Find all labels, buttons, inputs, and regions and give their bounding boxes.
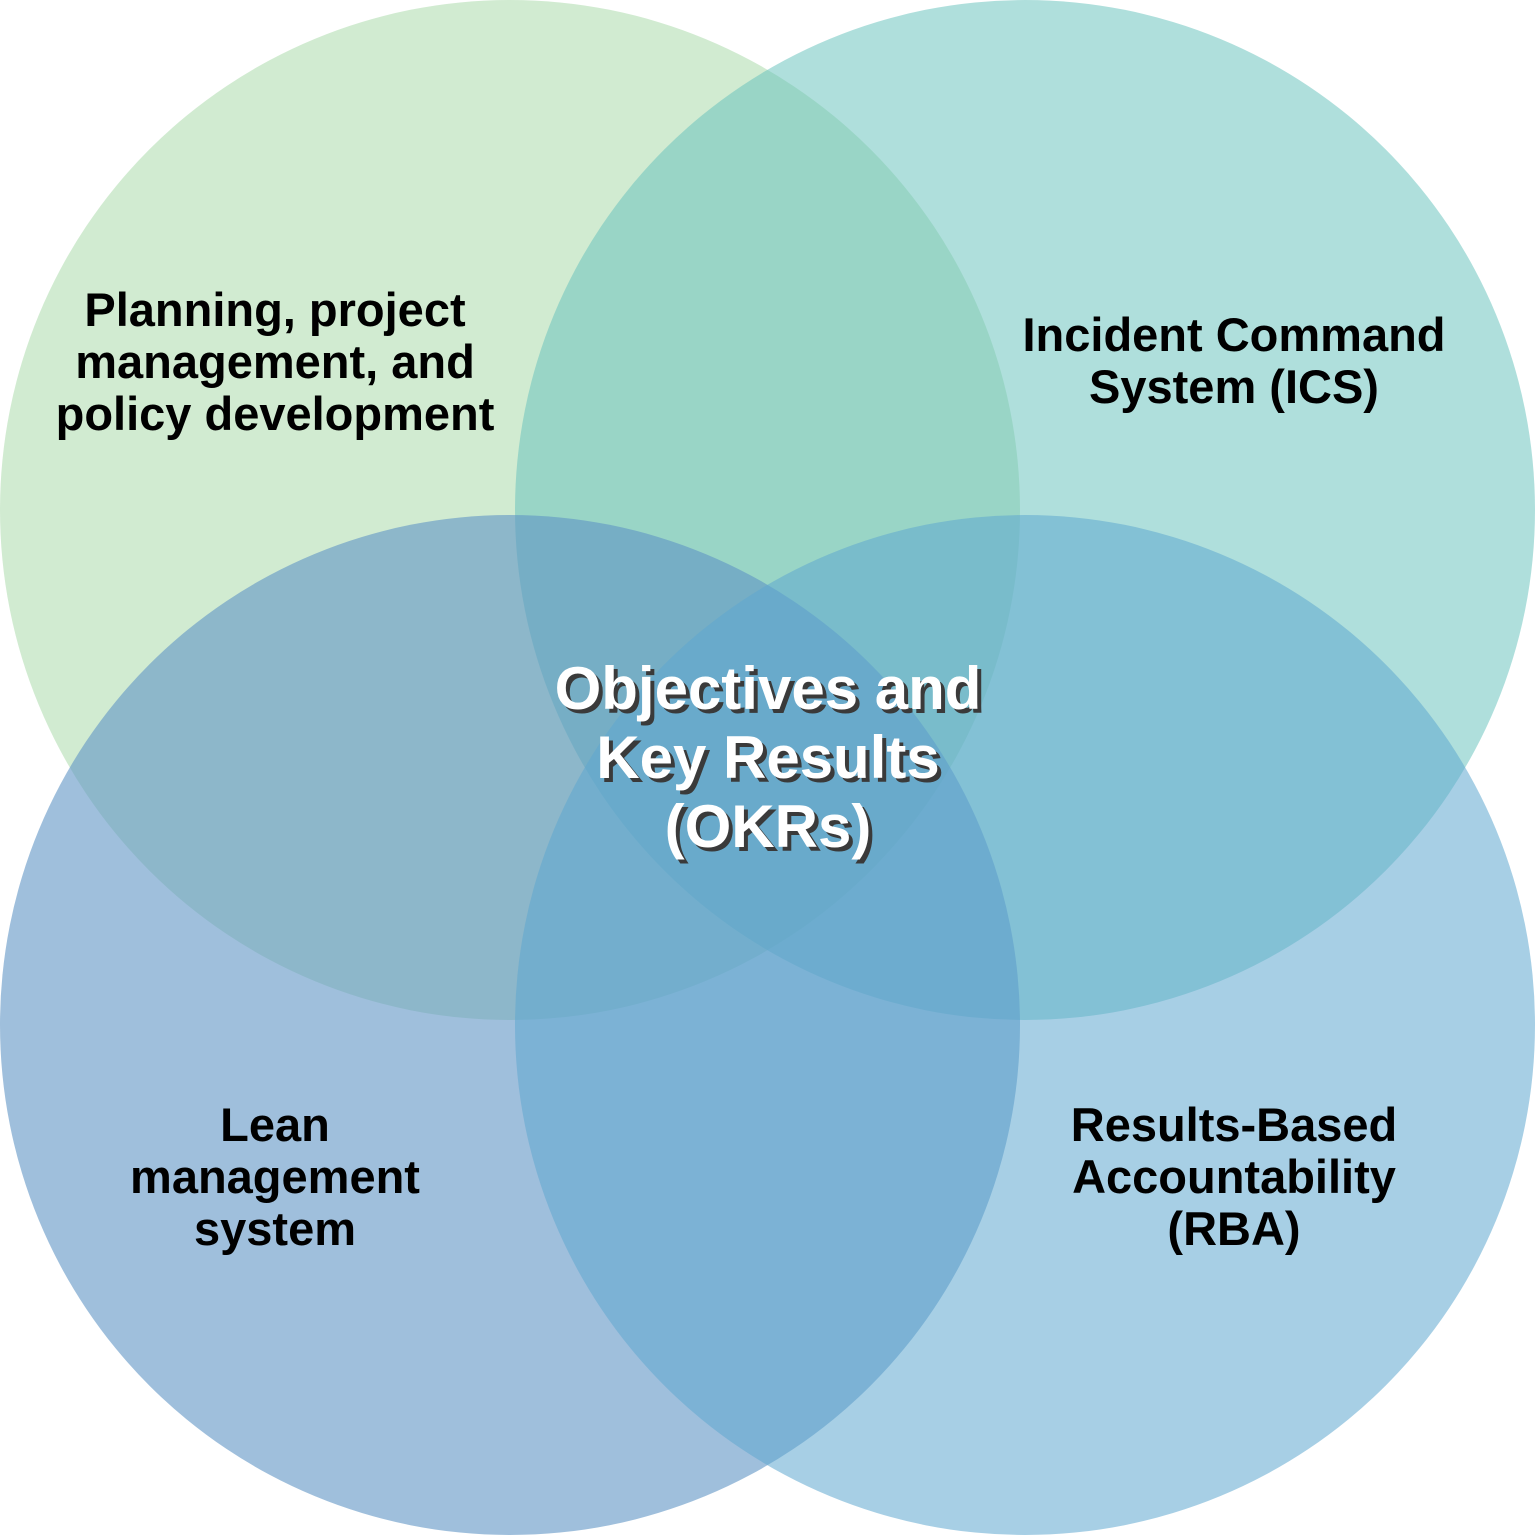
center-label-line-2: Key Results <box>596 724 939 791</box>
label-ics-line-1: Incident Command <box>1022 308 1445 361</box>
label-rba-line-2: Accountability <box>1072 1150 1396 1203</box>
label-lean-line-2: management <box>130 1150 420 1203</box>
center-shadow-line-1: Objectives and <box>559 659 986 726</box>
center-label-line-3: (OKRs) <box>665 793 872 860</box>
center-shadow-line-3: (OKRs) <box>669 797 876 864</box>
center-label-line-1: Objectives and <box>555 655 982 722</box>
label-planning: Planning, project management, and policy… <box>56 283 495 440</box>
label-lean-line-3: system <box>194 1202 356 1255</box>
center-label: Objectives and Key Results (OKRs) <box>555 655 982 860</box>
label-lean-line-1: Lean <box>220 1098 330 1151</box>
label-ics: Incident Command System (ICS) <box>1022 308 1445 413</box>
center-shadow-line-2: Key Results <box>600 728 943 795</box>
label-rba: Results-Based Accountability (RBA) <box>1071 1098 1398 1255</box>
label-planning-line-2: management, and <box>75 335 475 388</box>
label-ics-line-2: System (ICS) <box>1089 360 1379 413</box>
label-planning-line-3: policy development <box>56 387 495 440</box>
label-rba-line-3: (RBA) <box>1167 1202 1300 1255</box>
circle-rba <box>515 515 1535 1535</box>
center-label-shadow: Objectives and Key Results (OKRs) <box>559 659 986 864</box>
label-lean: Lean management system <box>130 1098 420 1255</box>
label-rba-line-1: Results-Based <box>1071 1098 1398 1151</box>
label-planning-line-1: Planning, project <box>84 283 466 336</box>
